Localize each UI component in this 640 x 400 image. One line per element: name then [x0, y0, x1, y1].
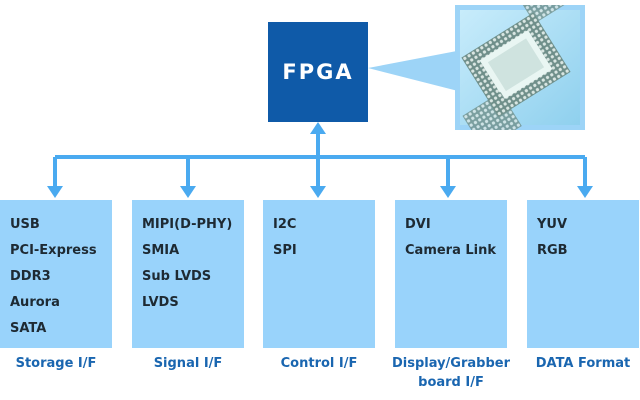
interface-item: DDR3 — [10, 269, 51, 284]
interface-item: MIPI(D-PHY) — [142, 217, 233, 232]
arrowhead-down-5 — [577, 186, 593, 198]
arrowhead-down-4 — [440, 186, 456, 198]
interface-item: SPI — [273, 243, 297, 258]
arrowhead-down-1 — [47, 186, 63, 198]
caption-line: Control I/F — [280, 356, 358, 371]
interface-item: SATA — [10, 321, 47, 336]
bus-lines — [53, 132, 587, 188]
caption-line: Signal I/F — [153, 356, 223, 371]
caption-line: DATA Format — [535, 356, 631, 371]
caption-line: Display/Grabber — [391, 356, 511, 371]
interface-item: Sub LVDS — [142, 269, 212, 284]
interface-item: I2C — [273, 217, 297, 232]
fpga-block: FPGA — [268, 22, 368, 122]
fpga-label: FPGA — [282, 60, 354, 84]
interface-caption-4: Display/Grabber board I/F — [386, 354, 516, 392]
interface-caption-2: Signal I/F — [123, 354, 253, 373]
interface-item: Camera Link — [405, 243, 497, 258]
interface-item: USB — [10, 217, 40, 232]
interface-box-3: I2C SPI — [263, 200, 375, 348]
interface-item: Aurora — [10, 295, 60, 310]
interface-item: SMIA — [142, 243, 180, 258]
photo-callout — [368, 50, 462, 92]
caption-line: board I/F — [418, 375, 484, 390]
arrowheads — [47, 122, 593, 198]
interface-caption-1: Storage I/F — [0, 354, 121, 373]
arrowhead-down-3 — [310, 186, 326, 198]
interface-box-5: YUV RGB — [527, 200, 639, 348]
interface-item: DVI — [405, 217, 431, 232]
arrowhead-down-2 — [180, 186, 196, 198]
interface-box-4: DVI Camera Link — [395, 200, 507, 348]
caption-line: Storage I/F — [15, 356, 97, 371]
interface-caption-5: DATA Format — [518, 354, 640, 373]
arrowhead-up-fpga — [310, 122, 326, 134]
interface-caption-3: Control I/F — [254, 354, 384, 373]
interface-item: RGB — [537, 243, 568, 258]
interface-item: PCI-Express — [10, 243, 97, 258]
interface-item: YUV — [537, 217, 568, 232]
interface-box-2: MIPI(D-PHY) SMIA Sub LVDS LVDS — [132, 200, 244, 348]
interface-item: LVDS — [142, 295, 179, 310]
fpga-chip-photo — [455, 5, 585, 130]
